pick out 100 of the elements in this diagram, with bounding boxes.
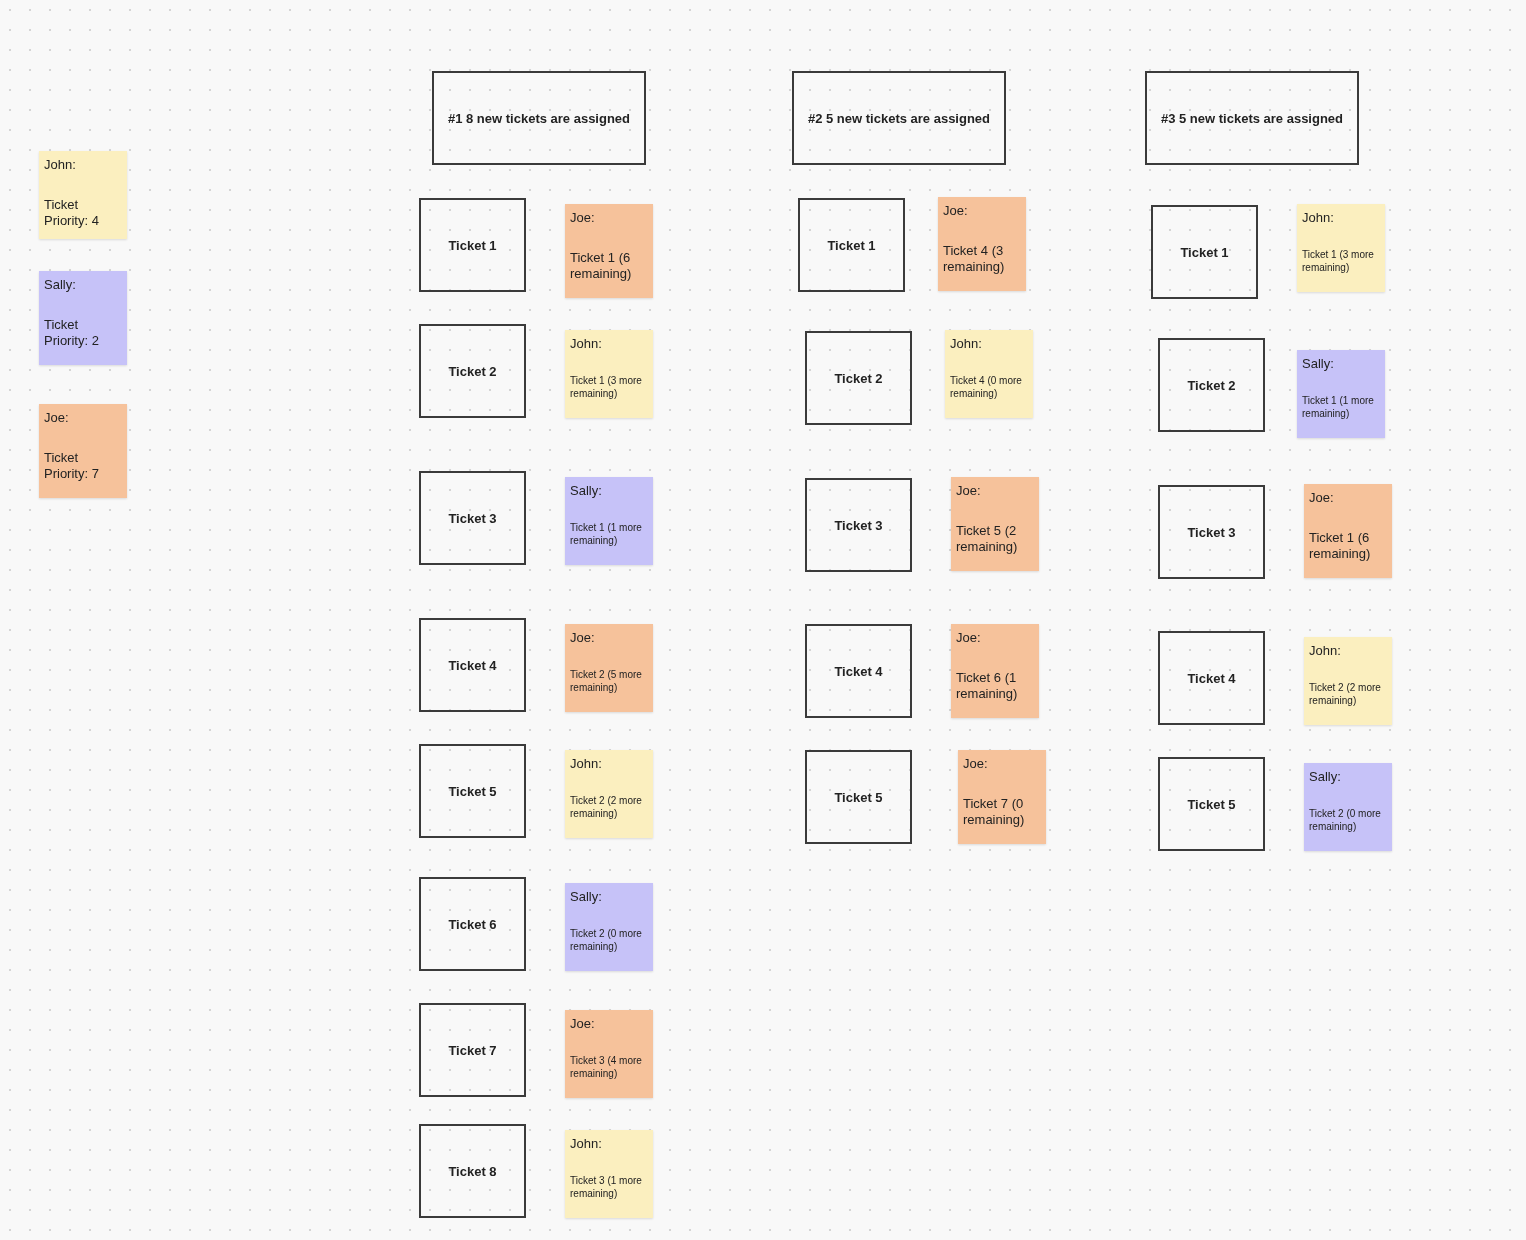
note-name: Sally: <box>570 483 603 498</box>
note-name: John: <box>950 336 983 351</box>
ticket-box <box>419 744 526 838</box>
ticket-box <box>419 471 526 565</box>
note-name: Joe: <box>943 203 969 218</box>
note-text: Ticket 2 (5 more remaining) <box>570 668 643 694</box>
sticky-note <box>39 271 127 365</box>
note-text: Ticket 3 (1 more remaining) <box>570 1174 643 1200</box>
ticket-label: Ticket 8 <box>448 1163 497 1179</box>
sticky-note <box>958 750 1046 844</box>
sticky-note <box>565 624 653 712</box>
note-text: Ticket Priority: 4 <box>44 197 100 229</box>
sticky-note <box>565 477 653 565</box>
ticket-label: Ticket 1 <box>1180 244 1229 260</box>
note-text: Ticket 1 (3 more remaining) <box>570 374 643 400</box>
note-text: Ticket 1 (3 more remaining) <box>1302 248 1375 274</box>
heading-label: #3 5 new tickets are assigned <box>1160 110 1344 126</box>
ticket-box <box>419 618 526 712</box>
note-text: Ticket 5 (2 remaining) <box>956 523 1019 555</box>
sticky-note <box>951 477 1039 571</box>
note-name: Joe: <box>570 210 596 225</box>
ticket-label: Ticket 1 <box>827 237 876 253</box>
note-text: Ticket Priority: 7 <box>44 450 100 482</box>
sticky-note <box>1304 763 1392 851</box>
sticky-note <box>1304 484 1392 578</box>
sticky-note <box>565 750 653 838</box>
ticket-box <box>419 324 526 418</box>
note-text: Ticket 1 (1 more remaining) <box>1302 394 1375 420</box>
ticket-box <box>419 198 526 292</box>
ticket-label: Ticket 2 <box>448 363 497 379</box>
note-name: John: <box>570 756 603 771</box>
sticky-note <box>565 330 653 418</box>
ticket-label: Ticket 5 <box>1187 796 1236 812</box>
note-text: Ticket 3 (4 more remaining) <box>570 1054 643 1080</box>
ticket-box <box>805 750 912 844</box>
note-name: Sally: <box>1309 769 1342 784</box>
ticket-box <box>419 1003 526 1097</box>
ticket-box <box>1158 338 1265 432</box>
note-name: Joe: <box>1309 490 1335 505</box>
sticky-note <box>39 151 127 239</box>
note-text: Ticket 1 (6 remaining) <box>570 250 633 282</box>
note-name: Joe: <box>570 630 596 645</box>
ticket-box <box>805 478 912 572</box>
ticket-box <box>805 331 912 425</box>
note-text: Ticket 2 (2 more remaining) <box>1309 681 1382 707</box>
ticket-box <box>419 877 526 971</box>
note-name: Joe: <box>956 630 982 645</box>
note-name: Joe: <box>44 410 70 425</box>
note-name: John: <box>570 1136 603 1151</box>
note-name: John: <box>1309 643 1342 658</box>
ticket-box <box>1158 757 1265 851</box>
ticket-box <box>1151 205 1258 299</box>
ticket-label: Ticket 4 <box>1187 670 1236 686</box>
note-text: Ticket 1 (6 remaining) <box>1309 530 1372 562</box>
heading-label: #1 8 new tickets are assigned <box>447 110 631 126</box>
ticket-label: Ticket 3 <box>1187 524 1236 540</box>
sticky-note <box>1304 637 1392 725</box>
ticket-box <box>419 1124 526 1218</box>
ticket-box <box>805 624 912 718</box>
note-text: Ticket 4 (3 remaining) <box>943 243 1006 275</box>
ticket-label: Ticket 5 <box>834 789 883 805</box>
ticket-label: Ticket 3 <box>834 517 883 533</box>
ticket-box <box>1158 485 1265 579</box>
ticket-label: Ticket 7 <box>448 1042 497 1058</box>
note-name: Sally: <box>570 889 603 904</box>
note-name: Sally: <box>1302 356 1335 371</box>
note-text: Ticket 4 (0 more remaining) <box>950 374 1023 400</box>
ticket-label: Ticket 4 <box>834 663 883 679</box>
ticket-label: Ticket 5 <box>448 783 497 799</box>
heading-box <box>1145 71 1359 165</box>
note-name: Sally: <box>44 277 77 292</box>
heading-box <box>432 71 646 165</box>
heading-box <box>792 71 1006 165</box>
note-name: John: <box>570 336 603 351</box>
ticket-label: Ticket 3 <box>448 510 497 526</box>
sticky-note <box>951 624 1039 718</box>
sticky-note <box>565 1010 653 1098</box>
note-text: Ticket 6 (1 remaining) <box>956 670 1019 702</box>
sticky-note <box>565 204 653 298</box>
ticket-label: Ticket 2 <box>1187 377 1236 393</box>
note-name: Joe: <box>956 483 982 498</box>
note-name: John: <box>44 157 77 172</box>
ticket-box <box>798 198 905 292</box>
note-name: John: <box>1302 210 1335 225</box>
note-text: Ticket 1 (1 more remaining) <box>570 521 643 547</box>
heading-label: #2 5 new tickets are assigned <box>807 110 991 126</box>
note-name: Joe: <box>570 1016 596 1031</box>
sticky-note <box>1297 204 1385 292</box>
note-text: Ticket 7 (0 remaining) <box>963 796 1026 828</box>
note-name: Joe: <box>963 756 989 771</box>
ticket-label: Ticket 6 <box>448 916 497 932</box>
note-text: Ticket 2 (0 more remaining) <box>570 927 643 953</box>
sticky-note <box>1297 350 1385 438</box>
sticky-note <box>565 883 653 971</box>
ticket-label: Ticket 4 <box>448 657 497 673</box>
ticket-label: Ticket 1 <box>448 237 497 253</box>
sticky-note <box>938 197 1026 291</box>
note-text: Ticket 2 (0 more remaining) <box>1309 807 1382 833</box>
sticky-note <box>945 330 1033 418</box>
sticky-note <box>39 404 127 498</box>
